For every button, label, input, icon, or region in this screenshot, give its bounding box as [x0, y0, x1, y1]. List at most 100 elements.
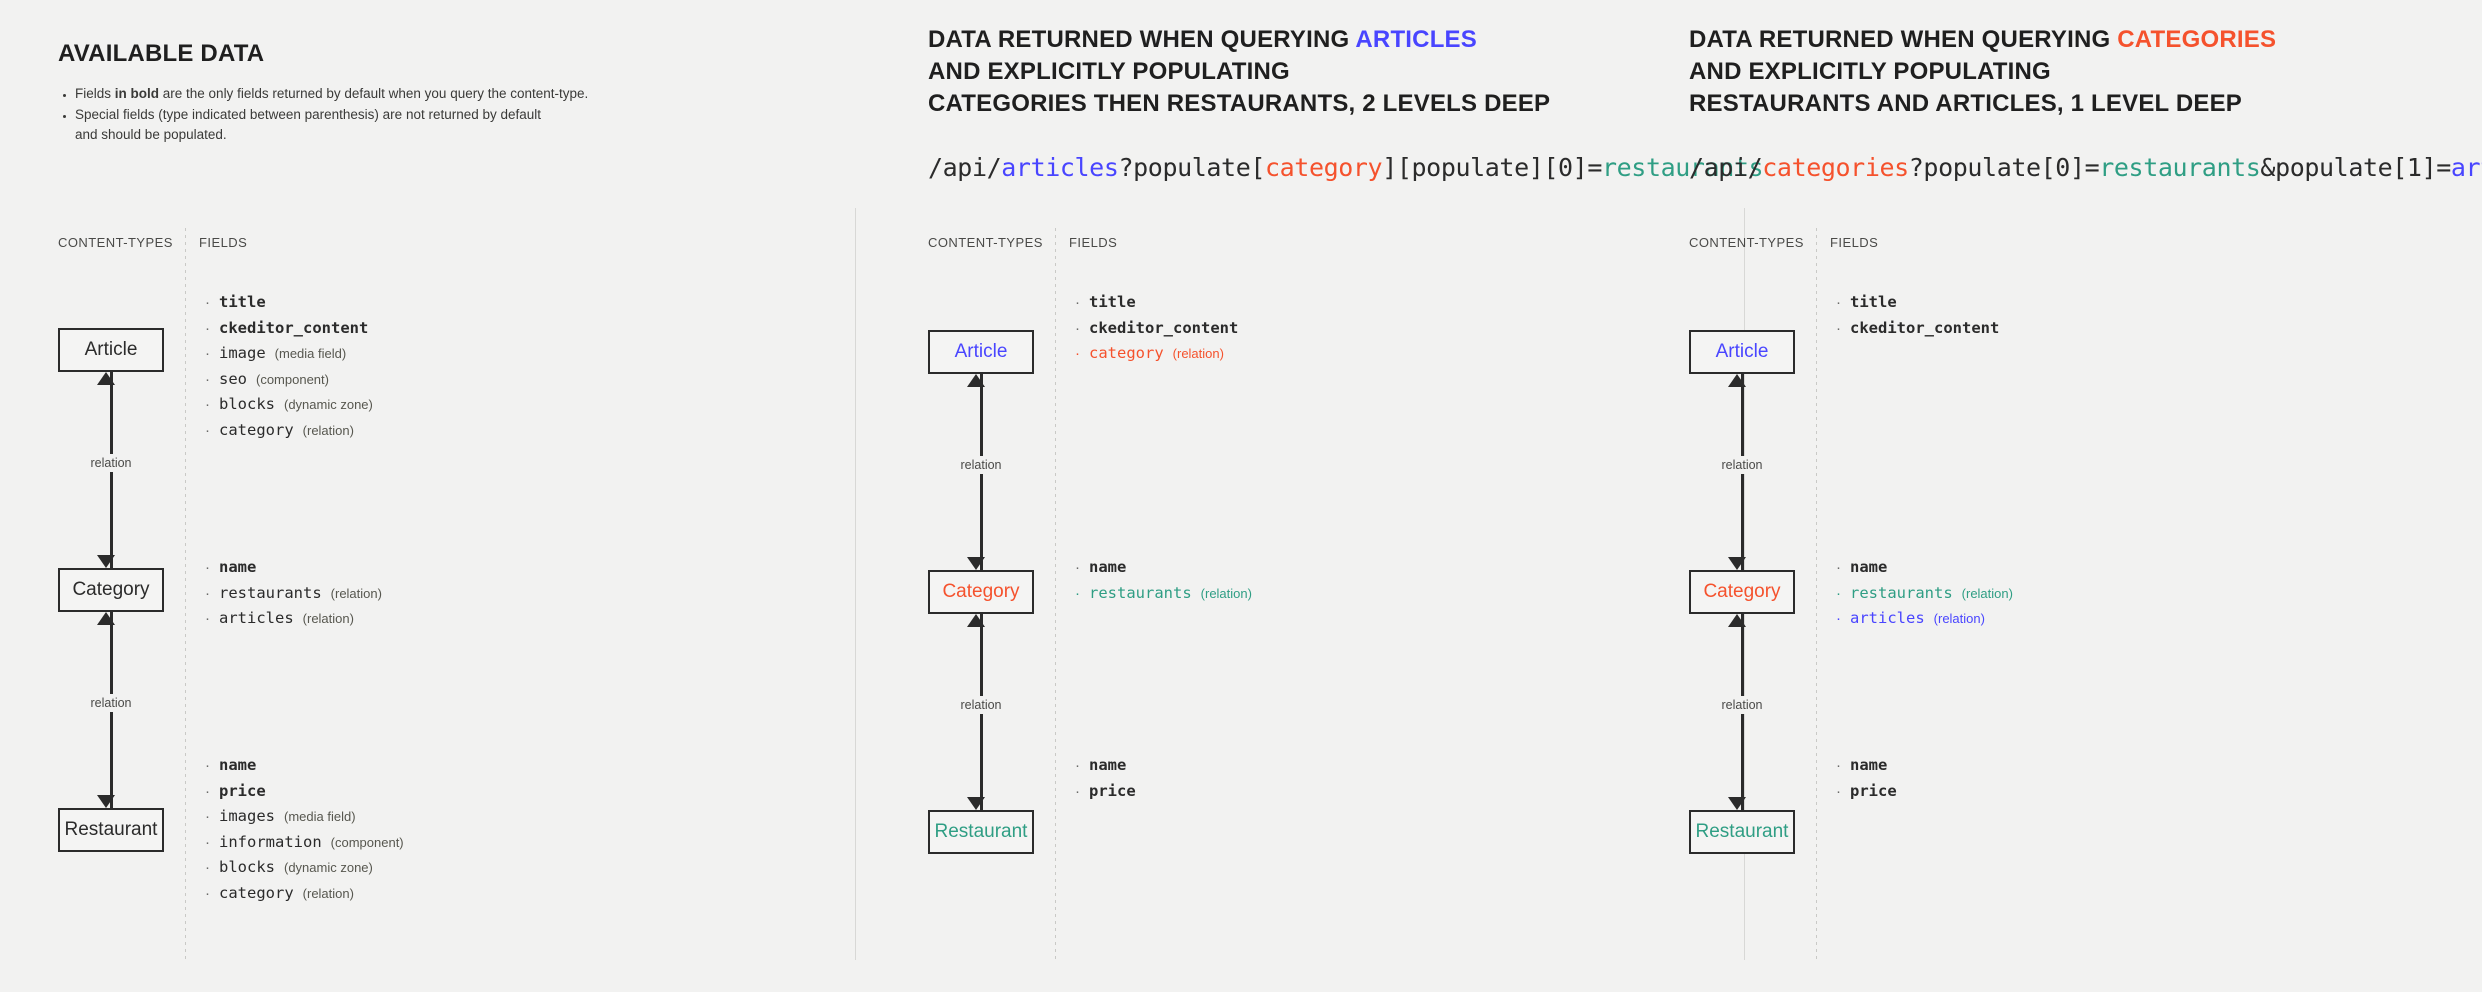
entity-box-restaurant[interactable]: Restaurant	[58, 808, 164, 852]
entity-label: Restaurant	[934, 821, 1028, 842]
relation-label: relation	[77, 454, 145, 472]
field-row: · name	[1836, 753, 1897, 779]
entity-box-article[interactable]: Article	[1689, 330, 1795, 374]
entity-label: Article	[1715, 341, 1769, 362]
relation-label: relation	[947, 696, 1015, 714]
bullet-icon: ·	[1836, 584, 1841, 602]
relation-connector-category-restaurant: relation	[947, 614, 1015, 810]
bullet-icon: ·	[205, 808, 210, 825]
panel-title-highlight: ARTICLES	[1355, 26, 1477, 53]
api-url-segment: &populate[1]=	[2260, 153, 2451, 182]
field-row: · price	[1075, 779, 1136, 805]
entity-box-restaurant[interactable]: Restaurant	[1689, 810, 1795, 854]
api-url-segment: restaurants	[1602, 153, 1764, 182]
field-name: name	[1089, 558, 1127, 576]
field-row: ·seo(component)	[205, 367, 373, 393]
api-url-segment: categories	[1762, 153, 1909, 182]
field-name: seo	[219, 369, 247, 388]
arrow-head-down-icon	[1728, 557, 1746, 570]
panel-title-line: DATA RETURNED WHEN QUERYING CATEGORIES	[1689, 26, 2277, 53]
column-divider	[1055, 228, 1056, 960]
field-row: ·name	[205, 753, 404, 779]
api-url-segment: ?populate[0]=	[1908, 153, 2100, 182]
field-name: price	[1089, 781, 1136, 800]
bullet-icon: ·	[1836, 559, 1841, 576]
field-name: ckeditor_content	[219, 318, 369, 337]
field-type: (media field)	[274, 346, 347, 361]
bullet-icon: ·	[1075, 584, 1080, 602]
note-item: Fields in bold are the only fields retur…	[75, 84, 618, 104]
arrow-head-down-icon	[1728, 797, 1746, 810]
entity-box-article[interactable]: Article	[58, 328, 164, 372]
api-url-segment: category	[1265, 153, 1383, 182]
field-type: (relation)	[302, 885, 354, 901]
field-row: ·restaurants(relation)	[205, 581, 382, 607]
field-type: (dynamic zone)	[284, 860, 373, 875]
bullet-icon: ·	[205, 319, 210, 337]
entity-label: Restaurant	[1695, 821, 1789, 842]
relation-connector-category-restaurant: relation	[77, 612, 145, 808]
field-row: ·price	[205, 779, 404, 805]
panel-title-0: AVAILABLE DATA	[58, 40, 265, 67]
field-name: ckeditor_content	[1089, 318, 1239, 337]
entity-box-category[interactable]: Category	[1689, 570, 1795, 614]
arrow-head-down-icon	[967, 557, 985, 570]
bullet-icon: ·	[1075, 757, 1080, 774]
field-row: ·restaurants(relation)	[1836, 581, 2013, 607]
field-row: ·articles(relation)	[205, 606, 382, 632]
arrow-head-down-icon	[97, 555, 115, 568]
relation-connector-article-category: relation	[77, 372, 145, 568]
field-row: ·articles(relation)	[1836, 606, 2013, 632]
field-row: · ckeditor_content	[1075, 316, 1238, 342]
field-type: (dynamic zone)	[284, 397, 373, 412]
field-row: ·price	[1836, 779, 1897, 805]
entity-label: Category	[1703, 581, 1781, 602]
column-header-fields: FIELDS	[199, 235, 248, 250]
entity-box-article[interactable]: Article	[928, 330, 1034, 374]
field-row: ·name	[1075, 753, 1136, 779]
bullet-icon: ·	[1075, 782, 1080, 800]
bullet-icon: ·	[205, 294, 210, 311]
bullet-icon: ·	[205, 884, 210, 902]
api-url-segment: /api/	[1689, 153, 1763, 182]
relation-connector-category-restaurant: relation	[1708, 614, 1776, 810]
entity-box-category[interactable]: Category	[928, 570, 1034, 614]
arrow-head-down-icon	[967, 797, 985, 810]
field-type: (relation)	[1961, 585, 2013, 601]
bullet-icon: ·	[1075, 294, 1080, 311]
entity-label: Article	[84, 339, 138, 360]
field-row: ·blocks(dynamic zone)	[205, 855, 404, 881]
bullet-icon: ·	[205, 757, 210, 774]
panel-available-data: AVAILABLE DATA Fields in bold are the on…	[0, 0, 855, 992]
field-row: · name	[1075, 555, 1252, 581]
field-name: ckeditor_content	[1850, 318, 2000, 337]
arrow-head-up-icon	[967, 374, 985, 387]
field-type: (relation)	[302, 611, 354, 626]
entity-box-category[interactable]: Category	[58, 568, 164, 612]
arrow-head-down-icon	[97, 795, 115, 808]
api-url-segment: restaurants	[2099, 153, 2261, 182]
api-url-segment: ][populate][0]=	[1382, 153, 1602, 182]
bullet-icon: ·	[1075, 319, 1080, 337]
column-divider	[185, 228, 186, 960]
entity-label: Article	[954, 341, 1008, 362]
bullet-icon: ·	[1836, 610, 1841, 627]
field-type: (component)	[256, 371, 329, 387]
field-name: title	[1850, 293, 1897, 311]
field-list-restaurant: ·name·price	[1075, 753, 1136, 804]
field-type: (relation)	[302, 422, 354, 438]
bullet-icon: ·	[1836, 757, 1841, 774]
field-name: title	[219, 293, 266, 311]
field-list-restaurant: ·name·price·images(media field)·informat…	[205, 753, 404, 906]
column-header-fields: FIELDS	[1069, 235, 1118, 250]
note-item: Special fields (type indicated between p…	[75, 105, 618, 145]
entity-box-restaurant[interactable]: Restaurant	[928, 810, 1034, 854]
bullet-icon: ·	[1075, 559, 1080, 576]
arrow-head-up-icon	[1728, 614, 1746, 627]
bullet-icon: ·	[1075, 345, 1080, 362]
field-name: name	[1850, 756, 1888, 774]
column-header-content-types: CONTENT-TYPES	[1689, 235, 1804, 250]
